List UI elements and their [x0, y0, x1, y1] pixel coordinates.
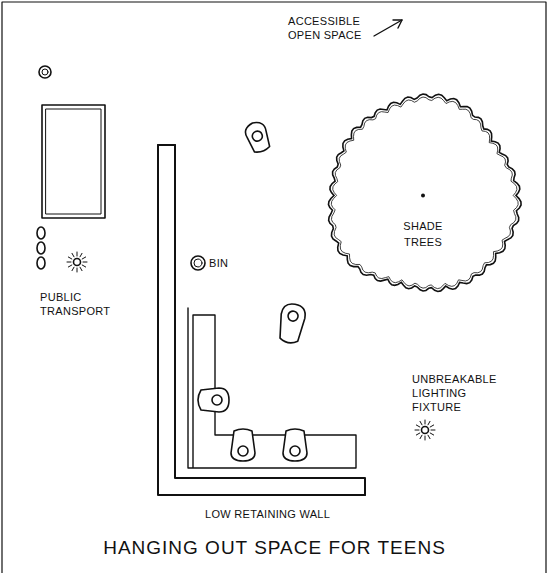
tree-canopy: SHADE TREES	[318, 88, 528, 303]
plan-label: ACCESSIBLE OPEN SPACE	[288, 15, 362, 41]
light-ray	[425, 420, 426, 424]
canopy-edge	[331, 97, 518, 289]
light-ray	[77, 268, 78, 272]
plan-title: HANGING OUT SPACE FOR TEENS	[103, 537, 446, 558]
light-ray	[72, 267, 74, 270]
bin-symbol	[194, 259, 202, 267]
light-ray	[68, 265, 71, 267]
person-figure	[283, 429, 307, 461]
light-symbol	[415, 420, 435, 440]
direction-arrow	[374, 20, 402, 36]
label-wrap: BIN	[209, 256, 228, 270]
post-symbol	[39, 66, 51, 78]
person-figure	[277, 302, 307, 345]
plan-label: PUBLIC TRANSPORT	[40, 291, 110, 317]
label-wrap: ACCESSIBLE OPEN SPACE	[288, 14, 370, 42]
shelter-roof	[42, 105, 105, 218]
canopy-edge	[328, 94, 521, 291]
plan-label: UNBREAKABLE LIGHTING FIXTURE	[412, 373, 497, 413]
plan-label: LOW RETAINING WALL	[205, 508, 330, 520]
light-ray	[68, 257, 71, 259]
light-ray	[82, 265, 85, 267]
light-ray	[415, 430, 419, 431]
label-wrap: UNBREAKABLE LIGHTING FIXTURE	[412, 372, 512, 414]
light-ray	[416, 433, 419, 435]
shelter-roof	[46, 109, 101, 214]
label-wrap: LOW RETAINING WALL	[205, 507, 330, 521]
person-figure	[231, 429, 255, 461]
light-ray	[425, 436, 426, 440]
canopy-outline	[318, 88, 528, 303]
trunk-dot	[421, 194, 425, 198]
light-ray	[430, 433, 433, 435]
light-ray	[420, 435, 422, 438]
bench	[188, 308, 356, 468]
light-ray	[420, 421, 422, 424]
light-ray	[428, 421, 430, 424]
plan-label: BIN	[209, 257, 228, 269]
light-ray	[431, 430, 435, 431]
light-symbol	[67, 252, 87, 272]
light-ray	[80, 267, 82, 270]
bike-symbol	[37, 227, 45, 269]
light-ray	[82, 257, 85, 259]
light-ray	[416, 425, 419, 427]
light-ray	[83, 262, 87, 263]
light-ray	[80, 253, 82, 256]
light-ray	[72, 253, 74, 256]
title-wrap: HANGING OUT SPACE FOR TEENS	[0, 537, 549, 559]
post-symbol	[42, 69, 48, 75]
bin-symbol	[191, 256, 205, 270]
light-ray	[67, 262, 71, 263]
light-ray	[428, 435, 430, 438]
light-ray	[77, 252, 78, 256]
person-figure	[198, 388, 229, 412]
label-wrap: PUBLIC TRANSPORT	[40, 290, 120, 318]
canopy-label: SHADE TREES	[393, 218, 453, 250]
light-ray	[430, 425, 433, 427]
person-figure	[243, 119, 273, 154]
